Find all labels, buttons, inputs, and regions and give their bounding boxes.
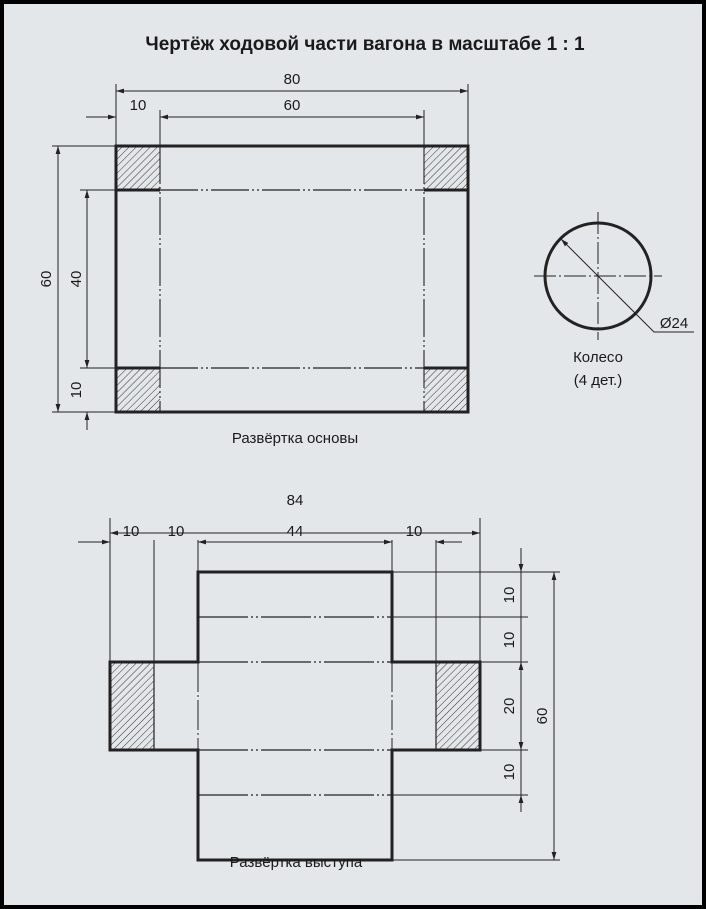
ledge-development — [78, 518, 560, 862]
dim-base-inner-height: 40 — [68, 271, 85, 288]
hatched-corner — [424, 146, 468, 190]
dim-ledge-h3: 20 — [501, 698, 518, 715]
hatched-corner — [424, 368, 468, 412]
wheel-diameter: Ø24 — [660, 315, 688, 332]
dim-base-width: 80 — [284, 71, 301, 88]
base-caption: Развёртка основы — [232, 430, 358, 447]
dim-ledge-w1: 10 — [123, 523, 140, 540]
dim-ledge-width: 84 — [287, 492, 304, 509]
dim-base-side: 10 — [130, 97, 147, 114]
dim-ledge-h2: 10 — [501, 632, 518, 649]
dim-ledge-h4: 10 — [501, 764, 518, 781]
dim-ledge-w4: 10 — [406, 523, 423, 540]
paper-background — [4, 4, 702, 905]
dim-base-inner-width: 60 — [284, 97, 301, 114]
drawing-title: Чертёж ходовой части вагона в масштабе 1… — [145, 34, 585, 55]
dim-ledge-w2: 10 — [168, 523, 185, 540]
dim-base-height: 60 — [38, 271, 55, 288]
dim-base-bottom: 10 — [68, 382, 85, 399]
dim-ledge-h1: 10 — [501, 587, 518, 604]
wheel-name: Колесо — [573, 349, 623, 366]
hatched-flap — [436, 662, 480, 750]
hatched-corner — [116, 146, 160, 190]
dim-ledge-height: 60 — [534, 708, 551, 725]
dim-ledge-w3: 44 — [287, 523, 304, 540]
base-outline — [114, 144, 470, 414]
ledge-caption: Развёртка выступа — [230, 854, 363, 871]
hatched-flap — [110, 662, 154, 750]
base-development — [52, 84, 470, 430]
hatched-corner — [116, 368, 160, 412]
wheel-drawing — [534, 212, 694, 340]
wheel-quantity: (4 дет.) — [574, 372, 622, 389]
